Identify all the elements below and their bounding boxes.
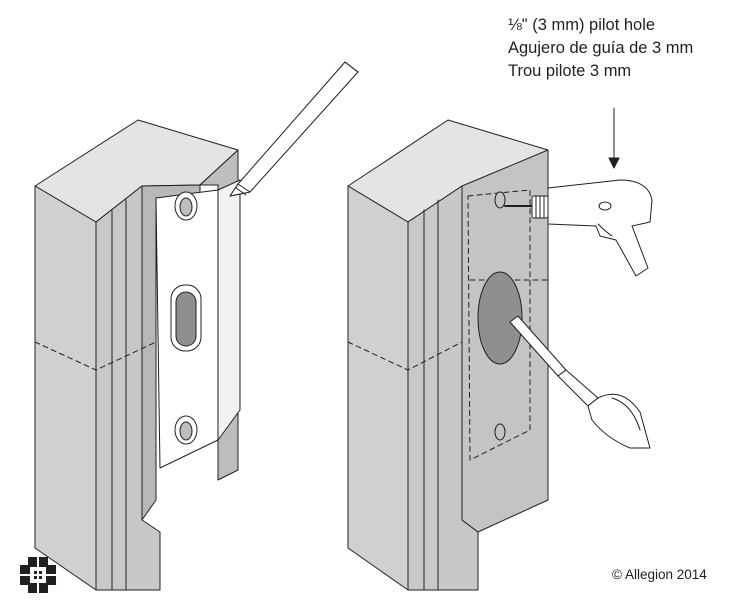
left-jamb-front-face (34, 185, 97, 591)
callout-label-english: ⅛" (3 mm) pilot hole (508, 16, 656, 34)
callout-label-french: Trou pilote 3 mm (508, 62, 632, 80)
right-jamb-mortise-pocket (477, 271, 523, 365)
right-jamb-front-face (347, 185, 409, 591)
allegion-logo-icon (20, 557, 56, 593)
drill-icon (504, 179, 653, 277)
strike-plate-lip (217, 179, 241, 441)
strike-plate (155, 179, 241, 469)
copyright-notice: © Allegion 2014 (612, 567, 707, 582)
chisel-icon (509, 315, 651, 449)
arrow-down-icon (608, 107, 620, 169)
right-door-jamb (347, 119, 549, 591)
pencil-icon (229, 61, 359, 197)
callout-label-spanish: Agujero de guía de 3 mm (508, 39, 694, 57)
